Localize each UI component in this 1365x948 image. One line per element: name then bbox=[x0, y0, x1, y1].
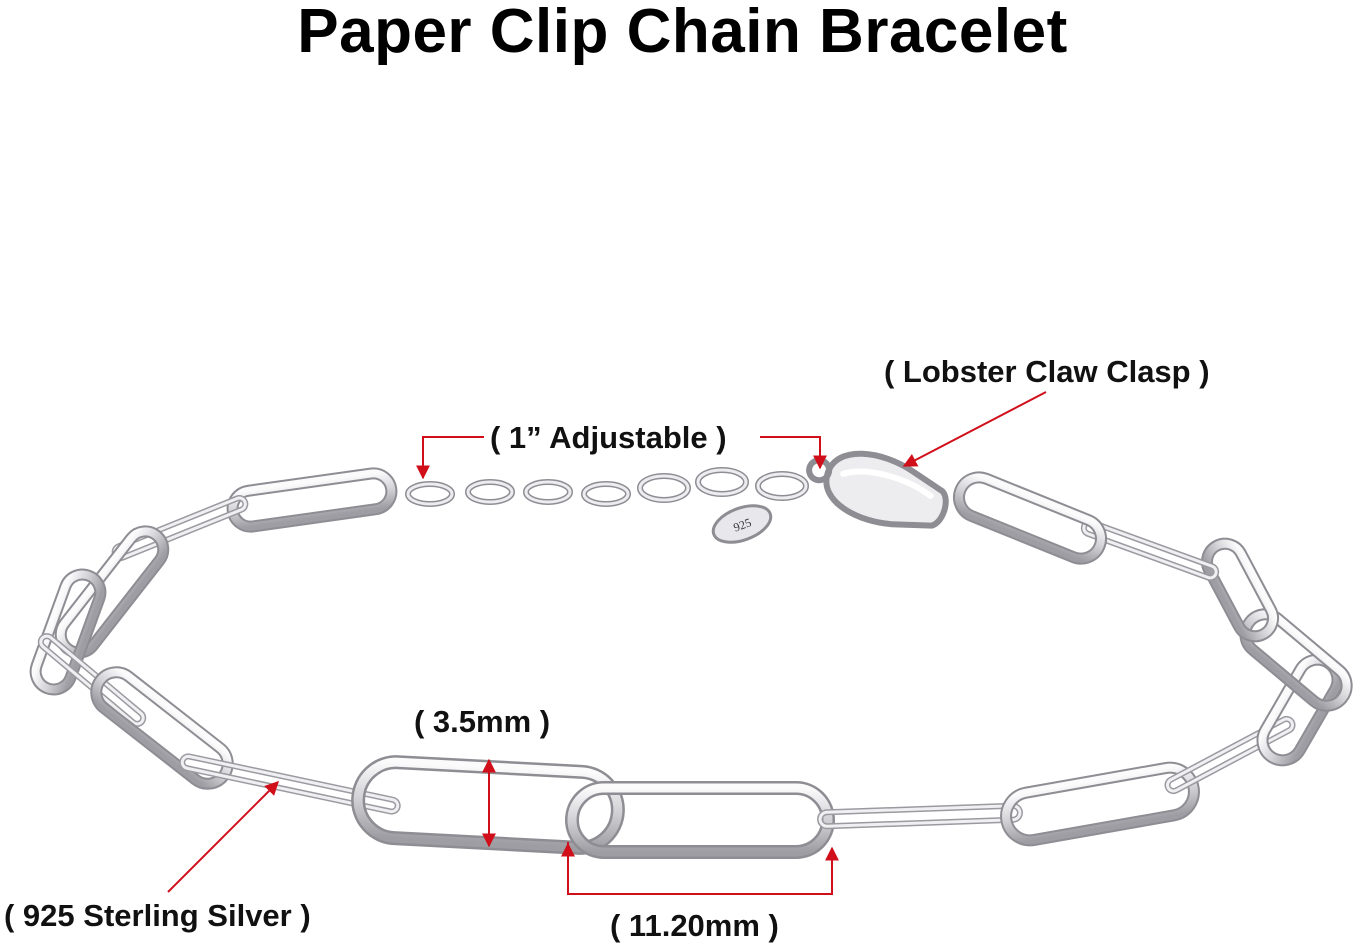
chain-link bbox=[37, 633, 147, 727]
chain-link bbox=[29, 568, 107, 696]
annotations bbox=[167, 391, 1047, 895]
lobster-clasp-arrow bbox=[902, 391, 1047, 467]
chain-link bbox=[226, 467, 398, 533]
chain-link bbox=[1164, 715, 1296, 795]
chain-link bbox=[179, 753, 401, 815]
chain-link bbox=[1239, 608, 1353, 712]
tag-charm: 925 bbox=[711, 504, 773, 544]
chain-link bbox=[565, 781, 835, 859]
chain-link bbox=[1200, 537, 1280, 643]
extender-chain bbox=[405, 467, 809, 507]
label-lobster-clasp: ( Lobster Claw Clasp ) bbox=[884, 354, 1210, 389]
label-link-length: ( 11.20mm ) bbox=[610, 908, 779, 943]
label-adjustable: ( 1” Adjustable ) bbox=[490, 420, 727, 455]
tag-stamp-text: 925 bbox=[731, 515, 753, 534]
chain-link bbox=[953, 471, 1107, 565]
adjustable-left-arrow bbox=[416, 436, 484, 480]
label-material: ( 925 Sterling Silver ) bbox=[4, 898, 311, 933]
lobster-clasp bbox=[806, 450, 949, 529]
chain-links: 925 bbox=[29, 450, 1353, 859]
label-link-width: ( 3.5mm ) bbox=[414, 704, 551, 739]
chain-link bbox=[1000, 761, 1200, 847]
material-arrow bbox=[167, 781, 279, 893]
page-title: Paper Clip Chain Bracelet bbox=[297, 0, 1068, 66]
chain-link bbox=[111, 495, 249, 561]
adjustable-right-arrow bbox=[760, 436, 827, 470]
chain-link bbox=[1080, 519, 1220, 581]
chain-link bbox=[817, 802, 1023, 830]
